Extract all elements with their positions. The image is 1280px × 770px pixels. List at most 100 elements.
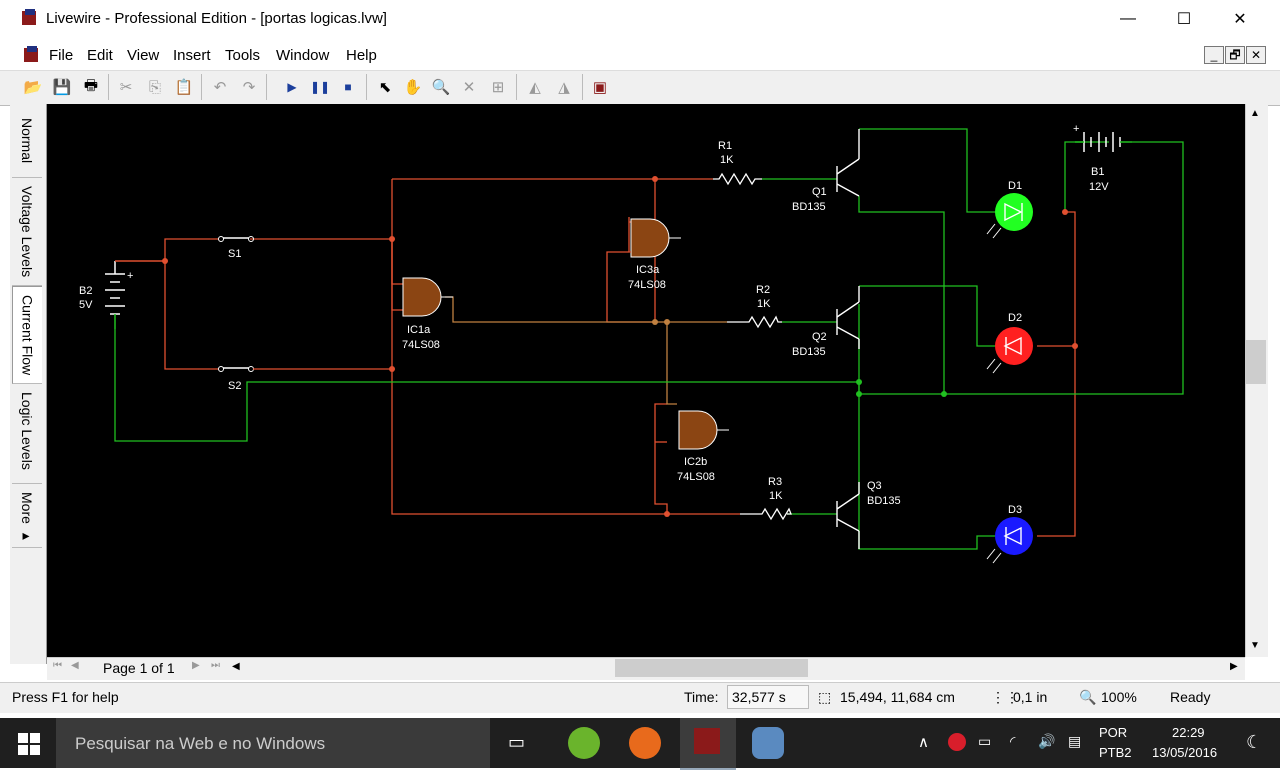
mega-tray-icon[interactable] xyxy=(948,733,966,751)
status-bar xyxy=(0,682,1280,713)
mid-level-wires xyxy=(445,296,727,405)
close-button[interactable]: ✕ xyxy=(1233,11,1247,28)
menu-tools[interactable]: Tools xyxy=(225,47,261,64)
task-view-icon[interactable]: ▭ xyxy=(508,732,526,752)
ic2b-label: IC2b xyxy=(684,456,707,468)
scroll-right-icon[interactable]: ▶ xyxy=(1230,661,1238,672)
stop-icon[interactable]: ■ xyxy=(344,80,352,94)
pause-icon[interactable]: ❚❚ xyxy=(309,80,331,94)
firefox-icon[interactable] xyxy=(629,727,661,759)
print-icon[interactable]: 🖶 xyxy=(83,76,99,94)
next-page-icon[interactable]: ▶ xyxy=(192,660,200,671)
menu-edit[interactable]: Edit xyxy=(87,47,113,64)
b2-label: B2 xyxy=(79,285,92,297)
hand-pan-icon[interactable]: ✋ xyxy=(403,79,423,96)
b2-plus-label: + xyxy=(127,270,133,282)
horizontal-scroll-thumb[interactable] xyxy=(615,659,808,677)
volume-icon[interactable]: 🔊 xyxy=(1038,733,1056,749)
mdi-close-button[interactable]: ✕ xyxy=(1246,46,1266,64)
toolbar-separator xyxy=(266,74,267,100)
scroll-down-icon[interactable]: ▼ xyxy=(1250,640,1260,651)
maximize-button[interactable]: ☐ xyxy=(1176,11,1192,28)
play-icon[interactable]: ▶ xyxy=(287,80,297,94)
switch-s2[interactable] xyxy=(202,366,392,372)
battery-b2[interactable] xyxy=(105,260,165,329)
b1-value: 12V xyxy=(1089,181,1109,193)
mdi-minimize-button[interactable]: _ xyxy=(1204,46,1224,64)
toolbar-separator xyxy=(516,74,517,100)
r2-label: R2 xyxy=(756,284,770,296)
led-d2[interactable] xyxy=(986,327,1033,374)
component-icon[interactable]: ⊞ xyxy=(491,79,505,96)
menu-insert[interactable]: Insert xyxy=(173,47,211,64)
action-center-icon[interactable]: ☾ xyxy=(1246,732,1263,752)
time-field xyxy=(727,685,809,709)
transistor-q2[interactable] xyxy=(833,284,863,350)
clock-date[interactable]: 13/05/2016 xyxy=(1152,745,1218,760)
windows-start-icon[interactable] xyxy=(18,733,40,755)
rotate-right-icon[interactable]: ◮ xyxy=(558,79,570,96)
select-pointer-icon[interactable]: ⬉ xyxy=(378,79,392,96)
q1-label: Q1 xyxy=(812,186,827,198)
keyboard-layout-label[interactable]: PTB2 xyxy=(1099,745,1132,760)
d1-label: D1 xyxy=(1008,180,1022,192)
minimize-button[interactable]: — xyxy=(1120,10,1136,27)
document-icon[interactable] xyxy=(22,44,42,64)
rotate-left-icon[interactable]: ◭ xyxy=(529,79,541,96)
prev-page-icon[interactable]: ◀ xyxy=(71,660,79,671)
and-gate-ic2b[interactable] xyxy=(678,410,729,450)
mdi-restore-button[interactable]: 🗗 xyxy=(1225,46,1245,64)
menu-window[interactable]: Window xyxy=(276,47,330,64)
first-page-icon[interactable]: ⏮ xyxy=(53,660,62,671)
page-indicator: Page 1 of 1 xyxy=(103,660,175,676)
q3-label: Q3 xyxy=(867,480,882,492)
led-d1[interactable] xyxy=(986,193,1033,239)
search-placeholder: Pesquisar na Web e no Windows xyxy=(75,734,326,753)
open-icon[interactable]: 📂 xyxy=(23,79,43,96)
delete-icon[interactable]: ✕ xyxy=(462,79,476,96)
battery-icon[interactable]: ▭ xyxy=(978,733,992,749)
copy-icon[interactable]: ⎘ xyxy=(148,78,161,96)
tab-normal[interactable]: Normal xyxy=(12,110,42,178)
transistor-q3[interactable] xyxy=(833,480,863,550)
tab-current-flow[interactable]: Current Flow xyxy=(12,286,42,384)
taskbar-search-box[interactable] xyxy=(56,718,490,768)
menu-bar xyxy=(0,40,1280,70)
gallery-icon[interactable]: ▣ xyxy=(592,79,608,96)
utorrent-icon[interactable] xyxy=(568,727,600,759)
transistor-q1[interactable] xyxy=(833,126,863,198)
zoom-icon[interactable]: 🔍 xyxy=(431,79,451,96)
language-label[interactable]: POR xyxy=(1099,725,1128,740)
undo-icon[interactable]: ↶ xyxy=(213,79,227,96)
ic2b-part: 74LS08 xyxy=(677,471,715,483)
scroll-left-icon[interactable]: ◀ xyxy=(232,661,240,672)
and-gate-ic1a[interactable] xyxy=(402,277,453,317)
tab-logic-levels[interactable]: Logic Levels xyxy=(12,384,42,484)
led-d3[interactable] xyxy=(986,517,1033,564)
switch-s1[interactable] xyxy=(202,236,254,242)
battery-b1[interactable] xyxy=(1075,132,1132,152)
livewire-app-icon[interactable] xyxy=(20,8,40,28)
zoom-level-icon: 🔍 xyxy=(1079,689,1097,705)
notifications-icon[interactable]: ▤ xyxy=(1068,733,1082,749)
menu-file[interactable]: File xyxy=(49,47,74,64)
last-page-icon[interactable]: ⏭ xyxy=(211,660,220,671)
scroll-up-icon[interactable]: ▲ xyxy=(1250,108,1260,119)
tab-voltage-levels[interactable]: Voltage Levels xyxy=(12,178,42,286)
redo-icon[interactable]: ↷ xyxy=(242,79,256,96)
and-gate-ic3a[interactable] xyxy=(607,218,681,258)
grid-icon: ⋮⋮ xyxy=(991,689,1019,705)
livewire-taskbar-icon xyxy=(694,728,720,754)
menu-help[interactable]: Help xyxy=(346,47,377,64)
circuit-canvas[interactable]: + B2 5V S1 S2 IC1a 74LS08 IC3a 74LS08 IC… xyxy=(47,104,1245,657)
cut-icon[interactable]: ✂ xyxy=(119,79,133,96)
paint-icon[interactable] xyxy=(752,727,784,759)
paste-icon[interactable]: 📋 xyxy=(174,79,194,96)
save-icon[interactable]: 💾 xyxy=(52,79,72,96)
tray-expand-icon[interactable]: ∧ xyxy=(918,734,929,751)
tab-more[interactable]: More ▸ xyxy=(12,484,42,548)
vertical-scroll-thumb[interactable] xyxy=(1246,340,1266,384)
clock-time[interactable]: 22:29 xyxy=(1172,725,1205,740)
menu-view[interactable]: View xyxy=(127,47,160,64)
wifi-icon[interactable]: ◜ xyxy=(1010,733,1016,749)
